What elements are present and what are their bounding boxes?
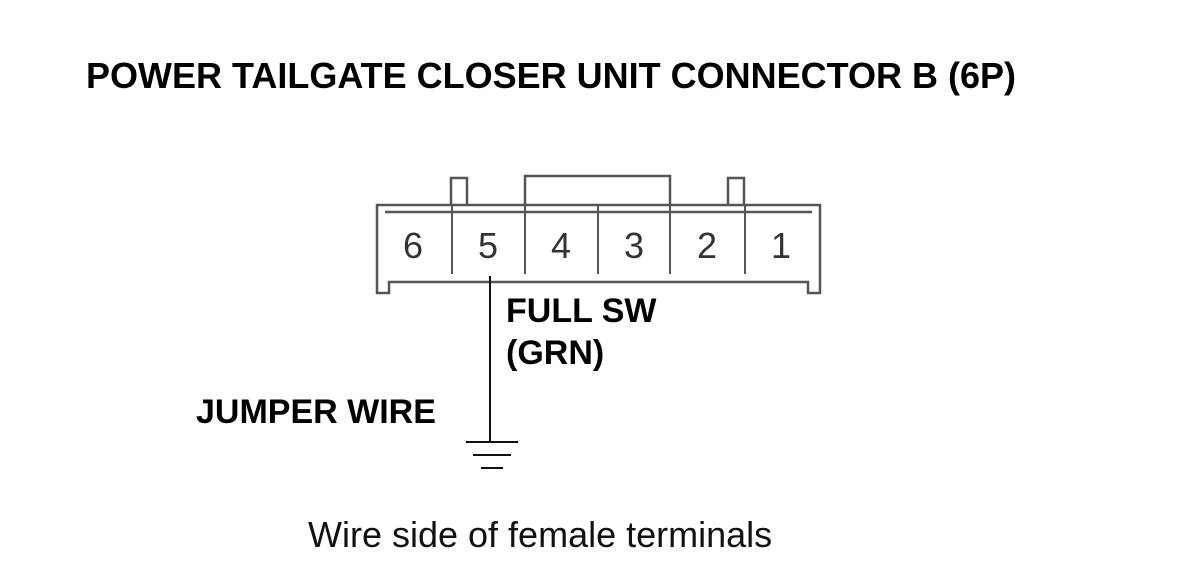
pin-3: 3: [624, 225, 644, 266]
diagram-caption: Wire side of female terminals: [308, 514, 772, 555]
pin-1: 1: [771, 225, 791, 266]
ground-symbol-icon: [466, 441, 518, 469]
full-sw-label: FULL SW: [506, 292, 657, 330]
pin-5: 5: [478, 225, 498, 266]
pin-dividers: [451, 205, 746, 274]
pin-6: 6: [403, 225, 423, 266]
diagram-title: POWER TAILGATE CLOSER UNIT CONNECTOR B (…: [86, 55, 1016, 96]
pin-4: 4: [551, 225, 571, 266]
wire-color-label: (GRN): [506, 334, 604, 372]
jumper-wire-label: JUMPER WIRE: [196, 393, 436, 431]
pin-numbers: 6 5 4 3 2 1: [403, 225, 791, 266]
pin-2: 2: [697, 225, 717, 266]
